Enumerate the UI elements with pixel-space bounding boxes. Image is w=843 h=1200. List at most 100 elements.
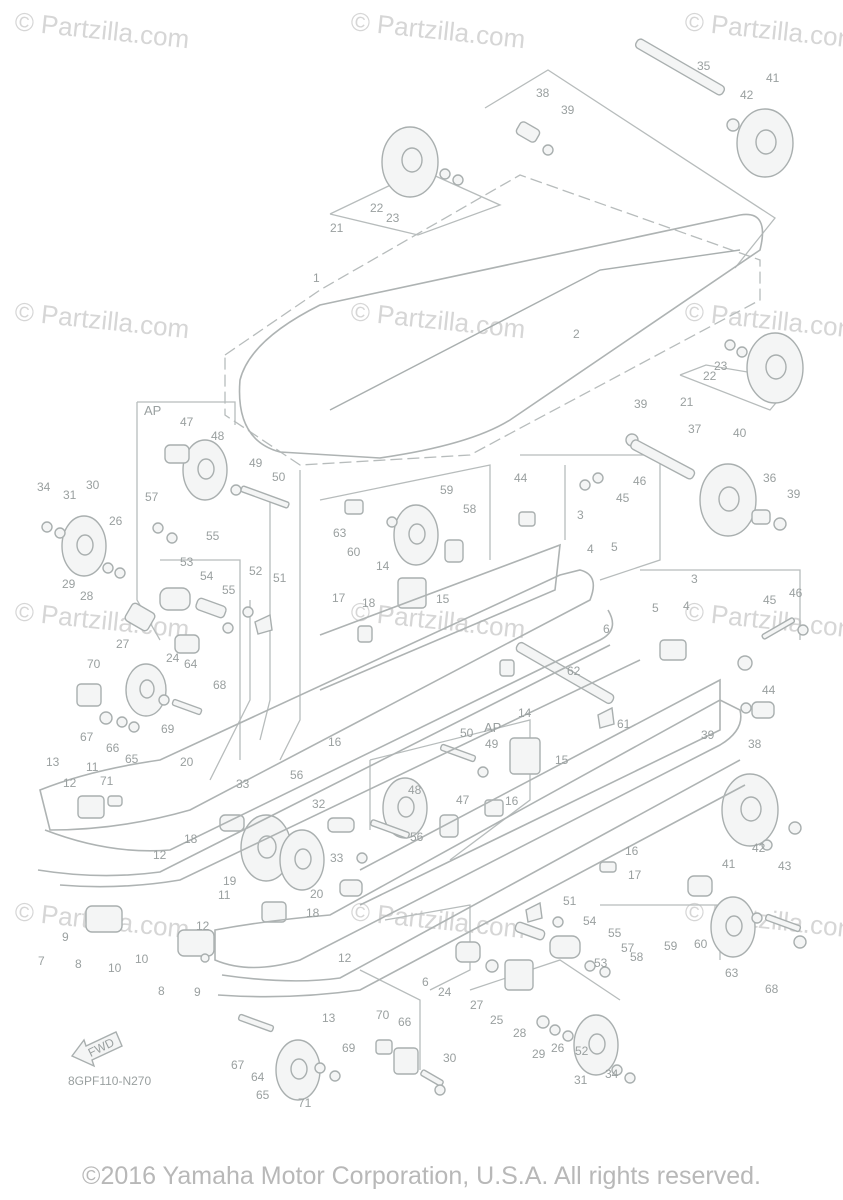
callout-48: 48 xyxy=(408,783,422,797)
callout-30: 30 xyxy=(86,478,100,492)
callout-39: 39 xyxy=(634,397,648,411)
wheel-30-left xyxy=(61,515,107,577)
callout-59: 59 xyxy=(440,483,454,497)
wheel-59-upper xyxy=(393,504,439,566)
callout-41: 41 xyxy=(722,857,736,871)
copyright-text: ©2016 Yamaha Motor Corporation, U.S.A. A… xyxy=(82,1162,761,1190)
callout-70: 70 xyxy=(376,1008,390,1022)
callout-13: 13 xyxy=(46,755,60,769)
watermark-text: © Partzilla.com xyxy=(349,296,526,344)
callout-3: 3 xyxy=(577,508,584,522)
callout-28: 28 xyxy=(513,1026,527,1040)
callout-4: 4 xyxy=(683,599,690,613)
callout-31: 31 xyxy=(574,1073,588,1087)
callout-25: 25 xyxy=(490,1013,504,1027)
wheel-64-left xyxy=(125,663,167,717)
callout-46: 46 xyxy=(789,586,803,600)
callout-67: 67 xyxy=(80,730,94,744)
callout-68: 68 xyxy=(213,678,227,692)
callout-55: 55 xyxy=(608,926,622,940)
callout-52: 52 xyxy=(249,564,263,578)
watermark-text: © Partzilla.com xyxy=(13,296,190,344)
callout-64: 64 xyxy=(251,1070,265,1084)
callout-11: 11 xyxy=(86,760,99,774)
callout-14: 14 xyxy=(518,706,532,720)
callout-34: 34 xyxy=(37,480,51,494)
callout-44: 44 xyxy=(514,471,528,485)
callout-69: 69 xyxy=(342,1041,356,1055)
callout-15: 15 xyxy=(555,753,569,767)
callout-38: 38 xyxy=(748,737,762,751)
callout-55: 55 xyxy=(206,529,220,543)
wheel-right-upper xyxy=(746,332,804,404)
callout-47: 47 xyxy=(456,793,470,807)
callout-43: 43 xyxy=(778,859,792,873)
callout-17: 17 xyxy=(628,868,642,882)
callout-29: 29 xyxy=(62,577,76,591)
callout-56: 56 xyxy=(410,830,424,844)
callout-60: 60 xyxy=(347,545,361,559)
ap-tag-left: AP xyxy=(144,403,161,418)
callout-29: 29 xyxy=(532,1047,546,1061)
callout-37: 37 xyxy=(688,422,702,436)
callout-11: 11 xyxy=(218,888,231,902)
callout-28: 28 xyxy=(80,589,94,603)
callout-12: 12 xyxy=(338,951,352,965)
callout-21: 21 xyxy=(330,221,344,235)
callout-71: 71 xyxy=(298,1096,312,1110)
callout-38: 38 xyxy=(536,86,550,100)
wheels xyxy=(61,108,804,1101)
callout-36: 36 xyxy=(763,471,777,485)
callout-9: 9 xyxy=(62,930,69,944)
callout-64: 64 xyxy=(184,657,198,671)
callout-12: 12 xyxy=(63,776,77,790)
callout-26: 26 xyxy=(551,1041,565,1055)
watermark-text: © Partzilla.com xyxy=(13,6,190,54)
callout-60: 60 xyxy=(694,937,708,951)
callout-66: 66 xyxy=(398,1015,412,1029)
callout-6: 6 xyxy=(422,975,429,989)
callout-5: 5 xyxy=(611,540,618,554)
callout-19: 19 xyxy=(223,874,237,888)
callout-10: 10 xyxy=(108,961,122,975)
callout-18: 18 xyxy=(184,832,198,846)
callout-41: 41 xyxy=(766,71,780,85)
callout-22: 22 xyxy=(370,201,384,215)
callout-13: 13 xyxy=(322,1011,336,1025)
callout-21: 21 xyxy=(680,395,694,409)
callout-23: 23 xyxy=(386,211,400,225)
callout-35: 35 xyxy=(697,59,711,73)
callout-47: 47 xyxy=(180,415,194,429)
callout-3: 3 xyxy=(691,572,698,586)
callout-16: 16 xyxy=(625,844,639,858)
diagram-code: 8GPF110-N270 xyxy=(68,1074,152,1088)
callout-16: 16 xyxy=(328,735,342,749)
wheel-48-left xyxy=(182,439,228,501)
wheel-top-right xyxy=(736,108,794,178)
wheel-19-b xyxy=(279,829,325,891)
callout-30: 30 xyxy=(443,1051,457,1065)
watermark-text: © Partzilla.com xyxy=(349,896,526,944)
callout-8: 8 xyxy=(158,984,165,998)
callout-51: 51 xyxy=(273,571,287,585)
callout-31: 31 xyxy=(63,488,77,502)
callout-62: 62 xyxy=(567,664,581,678)
wheel-top-left xyxy=(381,126,439,198)
callout-16: 16 xyxy=(505,794,519,808)
track-belt xyxy=(224,174,764,466)
callout-20: 20 xyxy=(180,755,194,769)
callout-32: 32 xyxy=(312,797,326,811)
callout-70: 70 xyxy=(87,657,101,671)
callout-4: 4 xyxy=(587,542,594,556)
callout-24: 24 xyxy=(438,985,452,999)
callout-12: 12 xyxy=(196,919,210,933)
ap-tag-right: AP xyxy=(484,720,501,735)
slide-rails xyxy=(37,543,746,998)
callout-39: 39 xyxy=(787,487,801,501)
callout-17: 17 xyxy=(332,591,346,605)
callout-2: 2 xyxy=(573,327,580,341)
callout-33: 33 xyxy=(330,851,344,865)
callout-66: 66 xyxy=(106,741,120,755)
callout-63: 63 xyxy=(725,966,739,980)
callout-27: 27 xyxy=(116,637,130,651)
